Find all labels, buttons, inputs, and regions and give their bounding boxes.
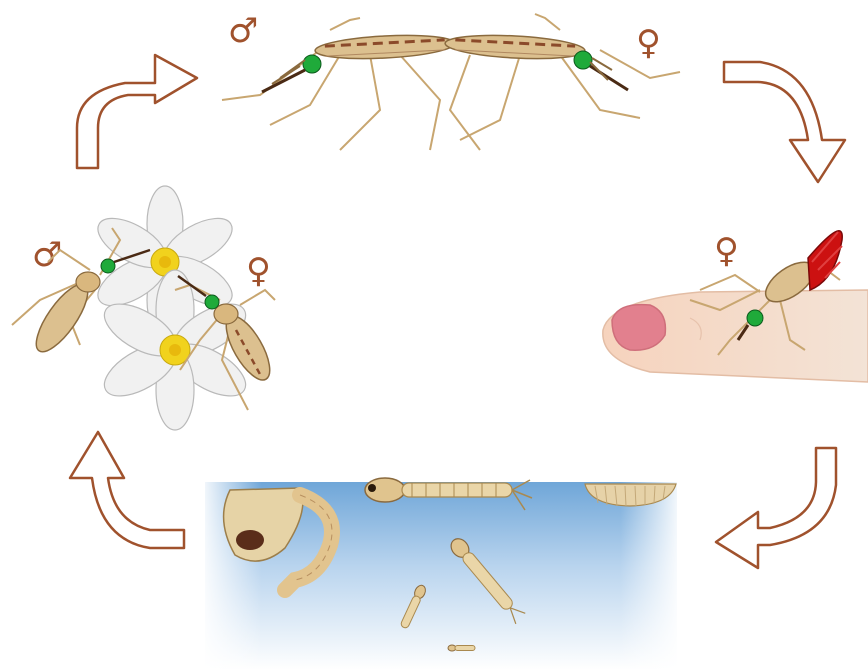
stage-nectar: ♂ ♀ [12,186,278,430]
female-symbol-top: ♀ [636,23,661,63]
larva-icon [448,645,475,651]
arrow-top-right [724,62,845,182]
mosquito-icon [222,14,680,150]
female-symbol-left: ♀ [246,251,271,291]
stage-blood-meal: ♀ [603,231,868,382]
stage-mating: ♂ ♀ [222,11,680,150]
arrow-top-left [77,55,197,168]
arrow-bottom-right [716,448,836,568]
female-symbol-right: ♀ [714,231,739,271]
male-symbol-left: ♂ [32,235,62,275]
male-symbol-top: ♂ [228,11,258,51]
stage-aquatic [205,478,677,670]
arrow-bottom-left [70,432,184,548]
finger-icon [603,290,868,382]
